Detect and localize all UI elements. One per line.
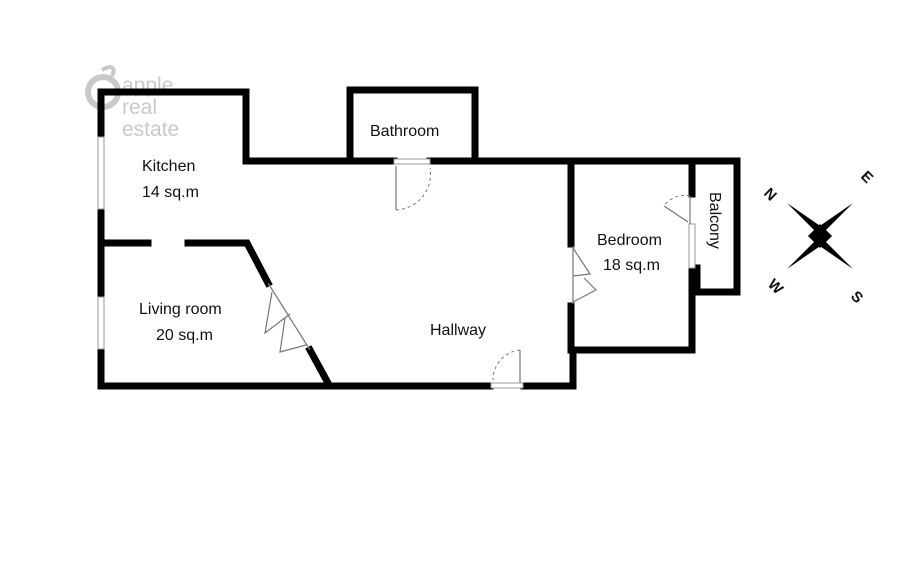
door-bedroom xyxy=(572,246,598,304)
walls xyxy=(97,86,741,390)
wall-balcony xyxy=(688,157,741,296)
compass-rose-icon xyxy=(787,203,853,269)
logo-line-2: real xyxy=(122,96,157,119)
wall-kitchen-top xyxy=(97,88,216,140)
bathroom-name: Bathroom xyxy=(370,123,439,140)
window-bedroom xyxy=(688,223,696,269)
windows xyxy=(97,136,696,350)
bedroom-name: Bedroom xyxy=(597,232,662,249)
wall-kitchen-living-right xyxy=(184,239,273,288)
living-room-name: Living room xyxy=(139,301,222,318)
hallway-name: Hallway xyxy=(430,322,486,339)
door-bathroom xyxy=(393,158,431,211)
living-room-area: 20 sq.m xyxy=(156,327,213,344)
doors xyxy=(264,158,691,389)
logo-line-3: estate xyxy=(122,118,179,141)
wall-kitchen-notch xyxy=(208,88,354,165)
balcony-name: Balcony xyxy=(706,192,723,249)
window-living-room xyxy=(97,296,105,350)
compass-west: W xyxy=(764,276,787,299)
compass-east: E xyxy=(857,168,876,187)
compass-north: N xyxy=(760,185,780,205)
window-kitchen xyxy=(97,136,105,210)
compass-south: S xyxy=(847,288,866,307)
wall-living-diagonal xyxy=(305,345,333,388)
compass: N E S W xyxy=(760,168,876,307)
room-labels: Kitchen 14 sq.m Living room 20 sq.m Bath… xyxy=(139,123,723,344)
wall-bathroom xyxy=(346,86,479,165)
door-hallway-entrance xyxy=(490,349,524,389)
bedroom-area: 18 sq.m xyxy=(603,257,660,274)
door-balcony xyxy=(663,194,691,224)
kitchen-area: 14 sq.m xyxy=(142,184,199,201)
kitchen-name: Kitchen xyxy=(142,158,195,175)
wall-bedroom-bottom xyxy=(520,346,696,390)
door-living-room xyxy=(264,282,311,353)
